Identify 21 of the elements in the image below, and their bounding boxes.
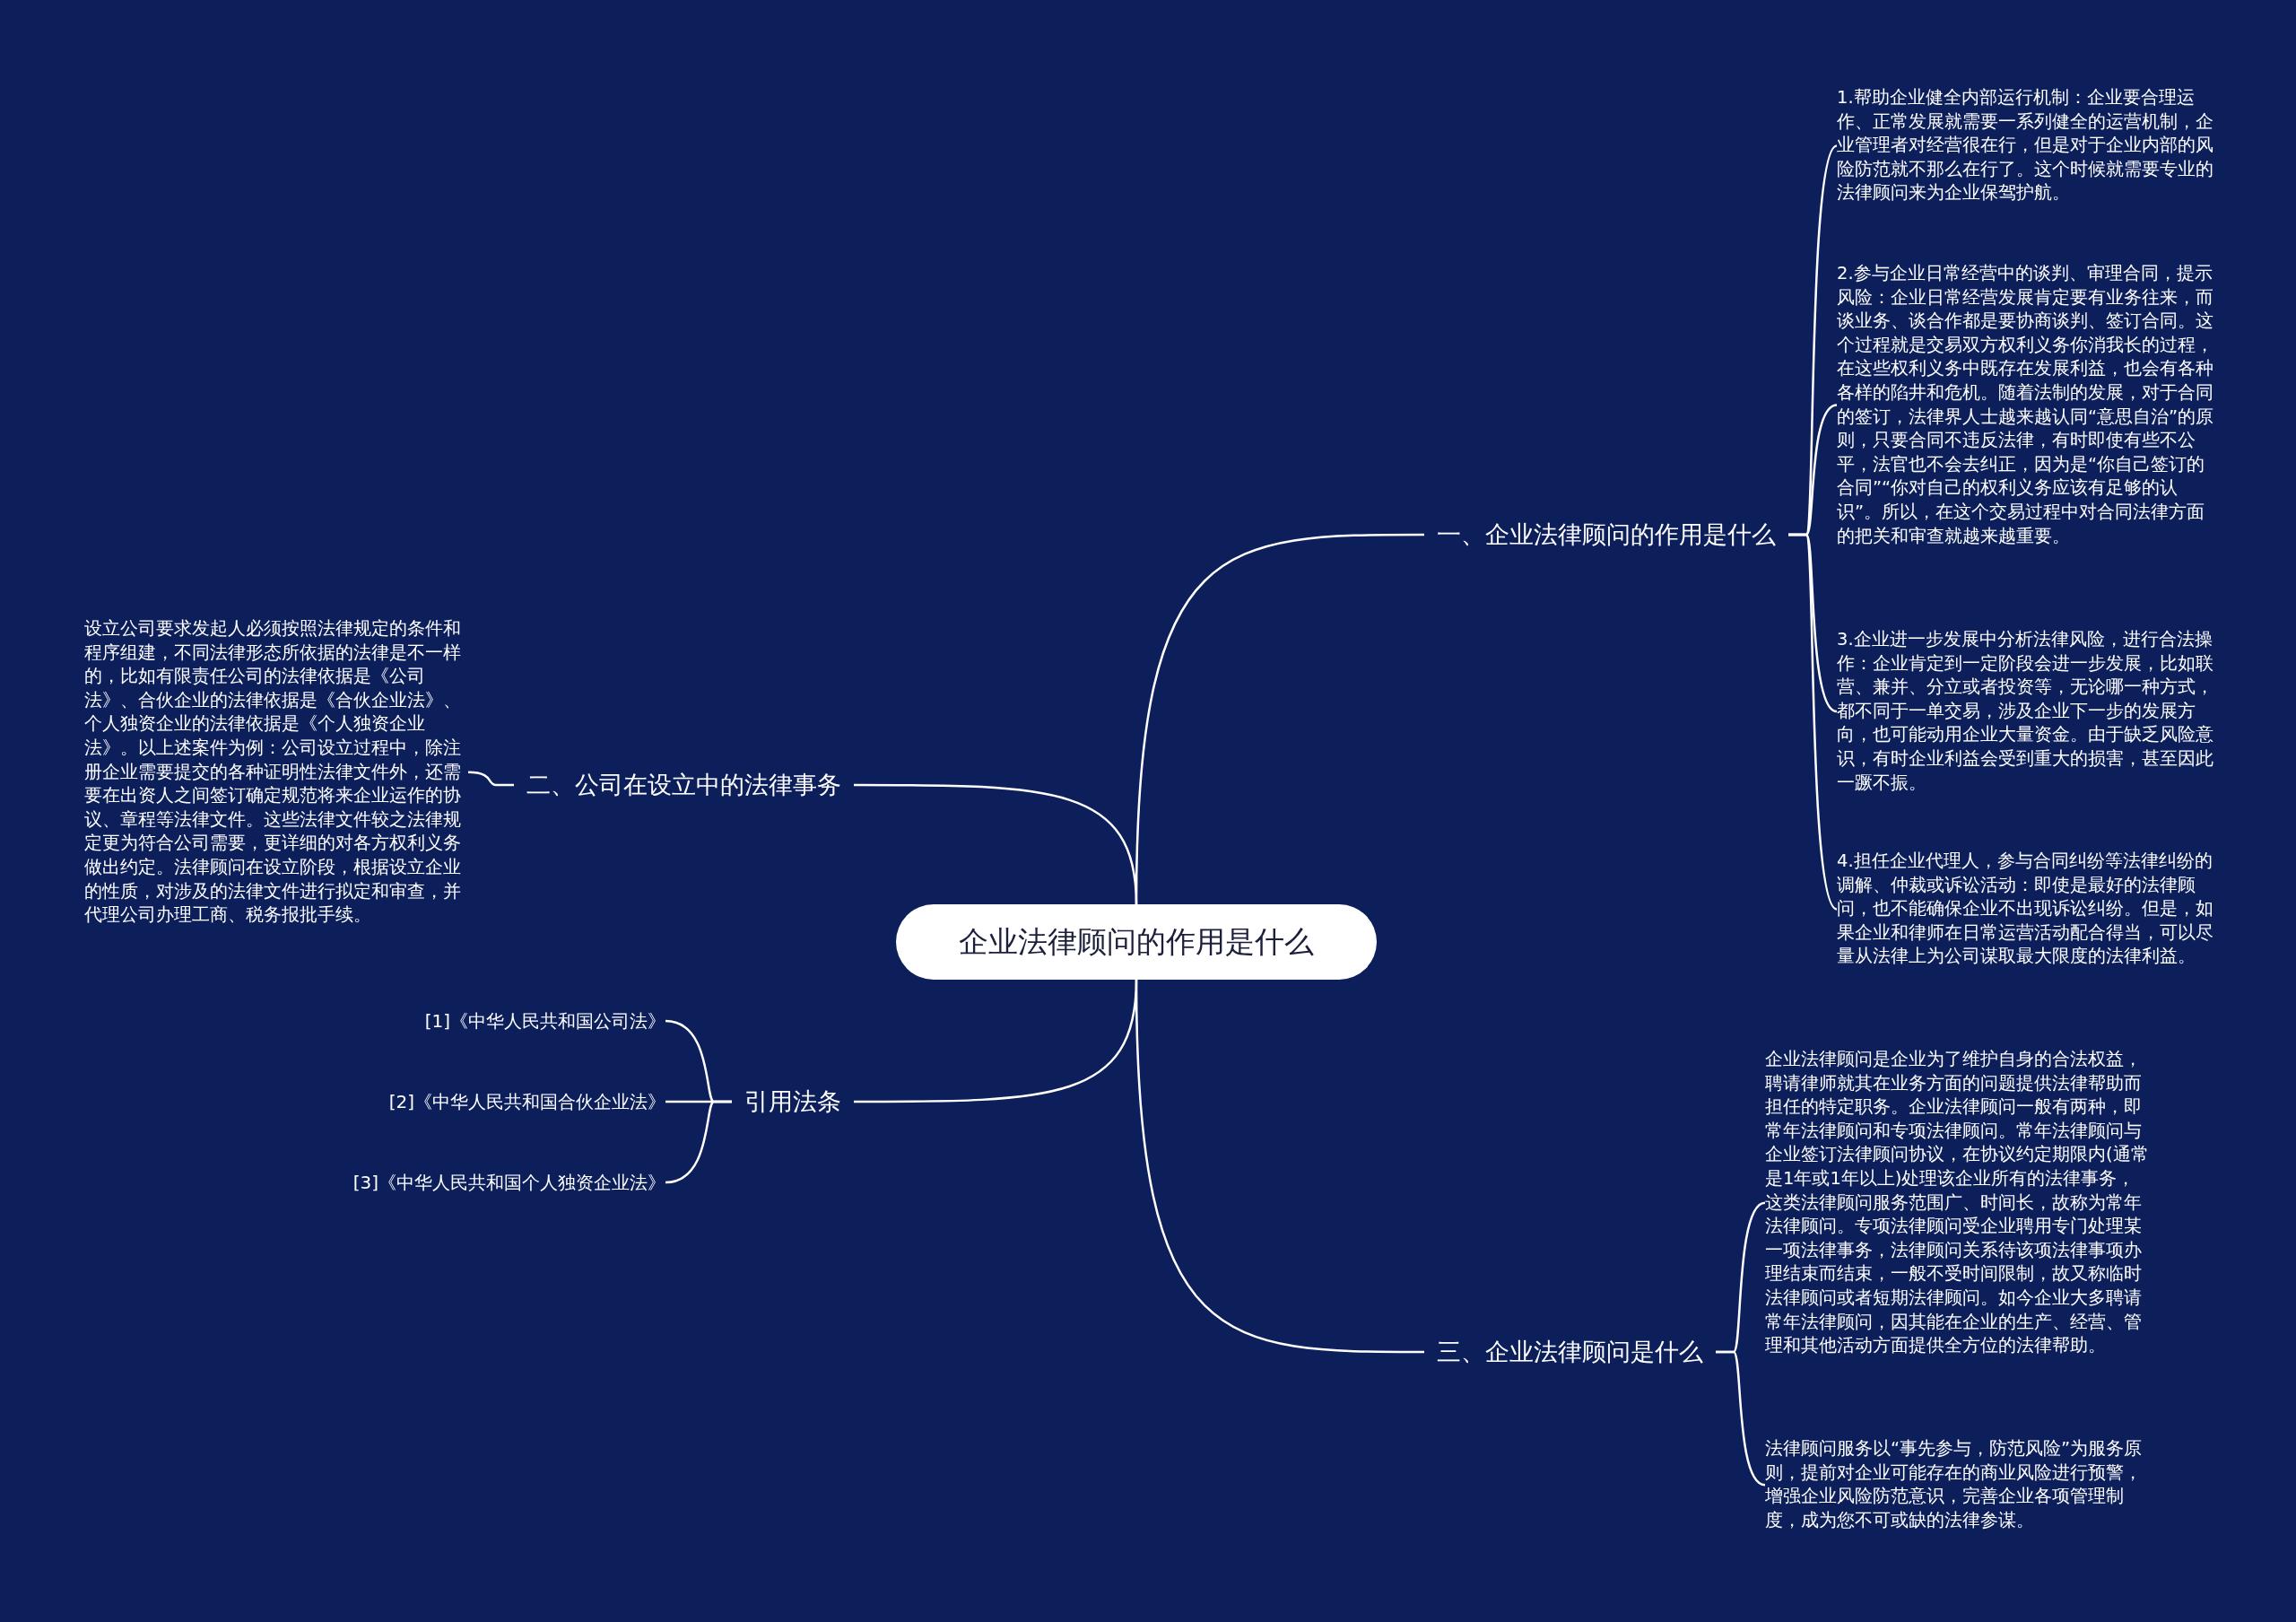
detail-text: 设立公司要求发起人必须按照法律规定的条件和程序组建，不同法律形态所依据的法律是不一样的，比如有限责任公司的法律依据是《公司法》、合伙企业的法律依据是《合伙企业法》、个人独资企业的法律依据是《个人独资企业法》。以上述案件为例：公司设立过程中，除注册企业需要提交的各种证明性法律文件外，还需要在出资人之间签订确定规范将来企业运作的协议、章程等法律文件。这些法律文件较之法律规定更为符合公司需要，更详细的对各方权利义务做出约定。法律顾问在设立阶段，根据设立企业的性质，对涉及的法律文件进行拟定和审查，并代理公司办理工商、税务报批手续。	[84, 617, 468, 928]
detail-text: 1.帮助企业健全内部运行机制：企业要合理运作、正常发展就需要一系列健全的运营机制，企业管理者对经营很在行，但是对于企业内部的风险防范就不那么在行了。这个时候就需要专业的法律顾问来为企业保驾护航。	[1837, 86, 2221, 205]
connector-line	[467, 771, 514, 787]
branch-topic: 二、公司在设立中的法律事务	[514, 763, 854, 807]
connector-line	[665, 1100, 732, 1184]
detail-text: 3.企业进一步发展中分析法律风险，进行合法操作：企业肯定到一定阶段会进一步发展，比如联营、兼并、分立或者投资等，无论哪一种方式，都不同于一单交易，涉及企业下一步的发展方向，也可能动用企业大量资金。由于缺乏风险意识，有时企业利益会受到重大的损害，甚至因此一蹶不振。	[1837, 628, 2221, 796]
detail-text: 2.参与企业日常经营中的谈判、审理合同，提示风险：企业日常经营发展肯定要有业务往来，而谈业务、谈合作都是要协商谈判、签订合同。这个过程就是交易双方权利义务你消我长的过程，在这些权利义务中既存在发展利益，也会有各种各样的陷井和危机。随着法制的发展，对于合同的签订，法律界人士越来越认同“意思自治”的原则，只要合同不违反法律，有时即使有些不公平，法官也不会去纠正，因为是“你自己签订的合同”“你对自己的权利义务应该有足够的认识”。所以，在这个交易过程中对合同法律方面的把关和审查就越来越重要。	[1837, 262, 2221, 549]
branch-topic: 三、企业法律顾问是什么	[1424, 1330, 1716, 1373]
branch-topic: 一、企业法律顾问的作用是什么	[1424, 513, 1788, 556]
detail-text: 企业法律顾问是企业为了维护自身的合法权益，聘请律师就其在业务方面的问题提供法律帮助而担任的特定职务。企业法律顾问一般有两种，即常年法律顾问和专项法律顾问。常年法律顾问与企业签订法律顾问协议，在协议约定期限内(通常是1年或1年以上)处理该企业所有的法律事务，这类法律顾问服务范围广、时间长，故称为常年法律顾问。专项法律顾问受企业聘用专门处理某一项法律事务，法律顾问关系待该项法律事项办理结束而结束，一般不受时间限制，故又称临时法律顾问或者短期法律顾问。如今企业大多聘请常年法律顾问，因其能在企业的生产、经营、管理和其他活动方面提供全方位的法律帮助。	[1765, 1048, 2149, 1358]
connector-line	[1788, 533, 1838, 911]
central-topic: 企业法律顾问的作用是什么	[896, 904, 1377, 980]
connector-line	[854, 783, 1138, 905]
citation-text: [1]《中华人民共和国公司法》	[424, 1008, 665, 1033]
detail-text: 4.担任企业代理人，参与合同纠纷等法律纠纷的调解、仲裁或诉讼活动：即使是最好的法律顾问，也不能确保企业不出现诉讼纠纷。但是，如果企业和律师在日常运营活动配合得当，可以尽量从法律上为公司谋取最大限度的法律利益。	[1837, 850, 2221, 969]
citation-text: [2]《中华人民共和国合伙企业法》	[388, 1089, 665, 1114]
connector-line	[1716, 1350, 1766, 1487]
citation-text: [3]《中华人民共和国个人独资企业法》	[352, 1170, 665, 1195]
branch-topic: 引用法条	[732, 1080, 854, 1123]
connector-line	[1135, 979, 1424, 1354]
detail-text: 法律顾问服务以“事先参与，防范风险”为服务原则，提前对企业可能存在的商业风险进行预警，增强企业风险防范意识，完善企业各项管理制度，成为您不可或缺的法律参谋。	[1765, 1437, 2149, 1533]
